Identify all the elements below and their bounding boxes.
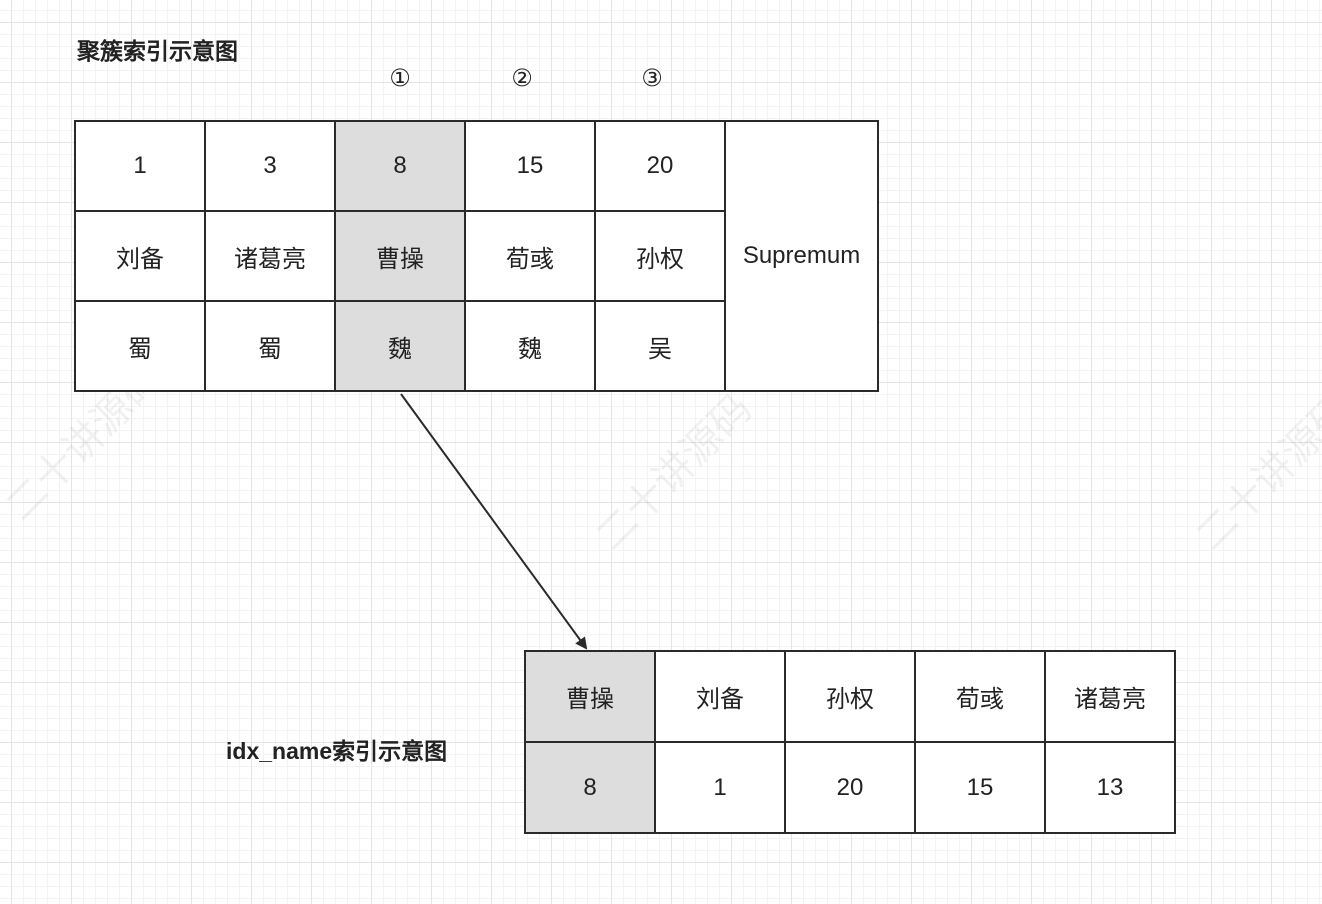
- primary-key-cell-highlighted: 8: [524, 741, 656, 834]
- name-key-row: 曹操 刘备 孙权 荀彧 诸葛亮: [524, 650, 1176, 743]
- country-row: 蜀 蜀 魏 魏 吴: [74, 300, 878, 392]
- primary-key-row: 8 1 20 15 13: [524, 741, 1176, 834]
- id-cell: 1: [74, 120, 206, 212]
- country-cell: 蜀: [74, 300, 206, 392]
- id-cell-highlighted: 8: [334, 120, 466, 212]
- name-row: 刘备 诸葛亮 曹操 荀彧 孙权: [74, 210, 878, 302]
- name-cell-highlighted: 曹操: [334, 210, 466, 302]
- name-key-cell-highlighted: 曹操: [524, 650, 656, 743]
- primary-key-cell: 13: [1044, 741, 1176, 834]
- primary-key-cell: 15: [914, 741, 1046, 834]
- clustered-index-table: 1 3 8 15 20 Supremum 刘备 诸葛亮 曹操 荀彧 孙权 蜀 蜀…: [74, 120, 879, 392]
- marker-2: ②: [511, 64, 533, 92]
- id-cell: 20: [594, 120, 726, 212]
- secondary-index-title: idx_name索引示意图: [226, 738, 448, 764]
- arrow-line: [400, 393, 588, 650]
- watermark-center: 二十讲源码: [587, 385, 762, 560]
- country-cell: 魏: [464, 300, 596, 392]
- name-cell: 孙权: [594, 210, 726, 302]
- country-cell: 蜀: [204, 300, 336, 392]
- name-key-cell: 刘备: [654, 650, 786, 743]
- primary-key-cell: 20: [784, 741, 916, 834]
- name-cell: 荀彧: [464, 210, 596, 302]
- clustered-index-title: 聚簇索引示意图: [77, 38, 238, 64]
- name-key-cell: 荀彧: [914, 650, 1046, 743]
- name-key-cell: 诸葛亮: [1044, 650, 1176, 743]
- id-cell: 3: [204, 120, 336, 212]
- id-row: 1 3 8 15 20 Supremum: [74, 120, 879, 392]
- marker-1: ①: [389, 64, 411, 92]
- name-key-cell: 孙权: [784, 650, 916, 743]
- watermark-right: 二十讲源码: [1187, 385, 1322, 560]
- primary-key-cell: 1: [654, 741, 786, 834]
- name-cell: 刘备: [74, 210, 206, 302]
- id-cell: 15: [464, 120, 596, 212]
- country-cell: 吴: [594, 300, 726, 392]
- supremum-cell: Supremum: [724, 120, 879, 392]
- secondary-index-table: 曹操 刘备 孙权 荀彧 诸葛亮 8 1 20 15 13: [524, 650, 1176, 834]
- country-cell-highlighted: 魏: [334, 300, 466, 392]
- name-cell: 诸葛亮: [204, 210, 336, 302]
- marker-3: ③: [641, 64, 663, 92]
